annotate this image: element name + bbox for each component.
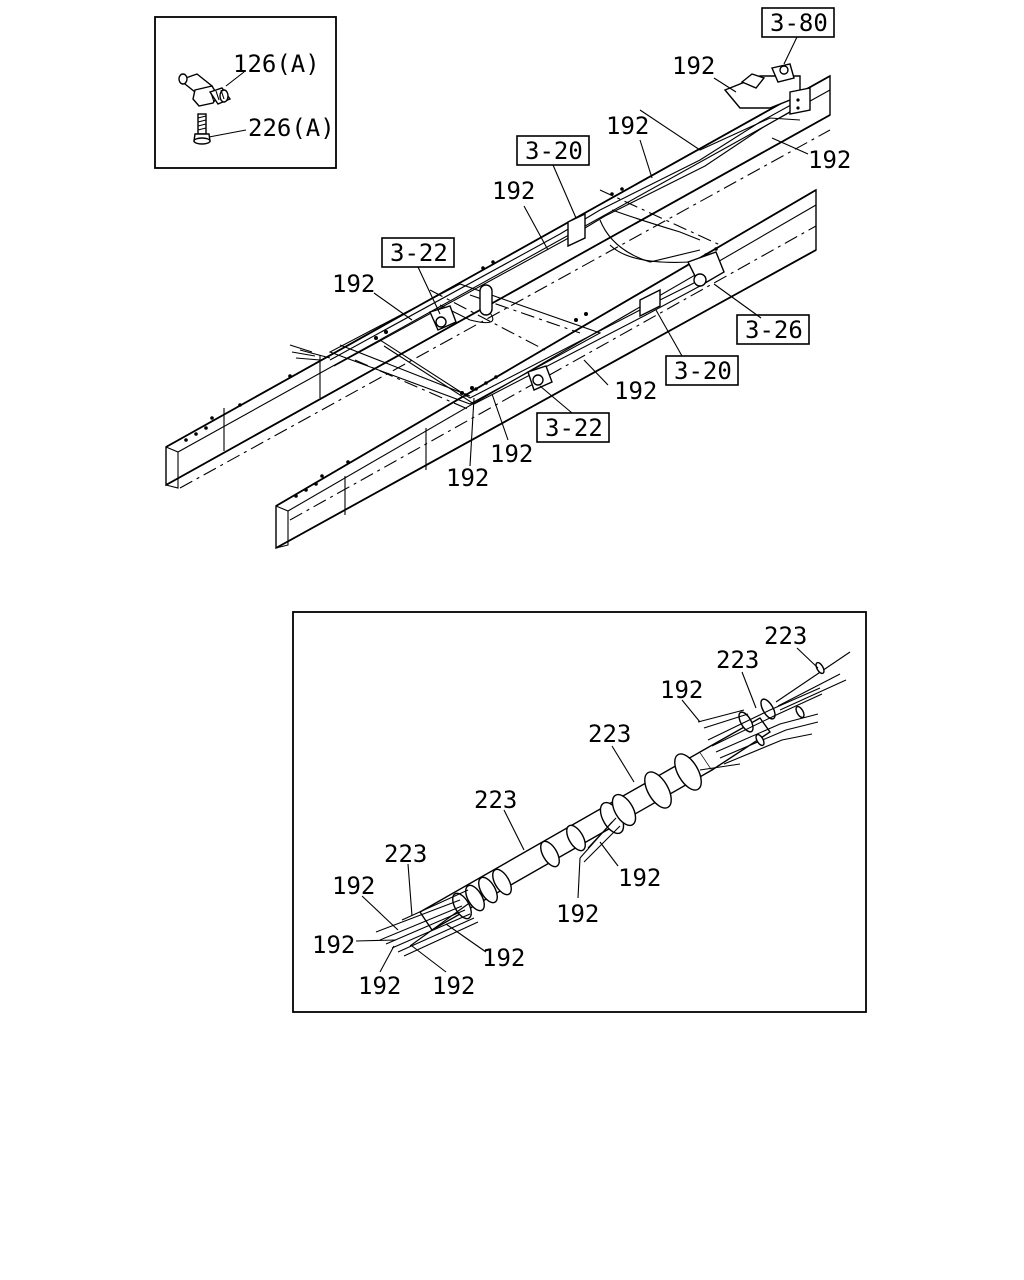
harness-label-192: 192 bbox=[556, 900, 599, 928]
ref-3-80[interactable]: 3-80 bbox=[770, 9, 828, 37]
label-126a: 126(A) bbox=[233, 50, 320, 78]
ref-box-3-26[interactable] bbox=[736, 314, 810, 345]
harness-tube-drawing bbox=[419, 698, 776, 931]
left-rail-holes bbox=[184, 187, 624, 442]
harness-label-223: 223 bbox=[474, 786, 517, 814]
harness-panel-frame bbox=[292, 611, 867, 1013]
label-226a: 226(A) bbox=[248, 114, 335, 142]
ref-3-22-bottom[interactable]: 3-22 bbox=[545, 414, 603, 442]
frame-label-192: 192 bbox=[808, 146, 851, 174]
ref-box-3-20-right[interactable] bbox=[665, 355, 739, 386]
ref-box-3-22-bottom[interactable] bbox=[536, 412, 610, 443]
frame-label-192: 192 bbox=[332, 270, 375, 298]
frame-label-192: 192 bbox=[672, 52, 715, 80]
frame-label-192: 192 bbox=[490, 440, 533, 468]
harness-label-192: 192 bbox=[432, 972, 475, 1000]
harness-label-223: 223 bbox=[588, 720, 631, 748]
frame-part-labels: 192 192 192 192 192 192 192 192 bbox=[332, 52, 851, 492]
harness-label-192: 192 bbox=[618, 864, 661, 892]
frame-label-192: 192 bbox=[492, 177, 535, 205]
harness-label-192: 192 bbox=[358, 972, 401, 1000]
ref-3-20-right[interactable]: 3-20 bbox=[674, 357, 732, 385]
harness-label-192: 192 bbox=[660, 676, 703, 704]
bolt-drawing bbox=[193, 113, 211, 145]
harness-label-223: 223 bbox=[716, 646, 759, 674]
tee-fitting-drawing bbox=[178, 73, 232, 107]
harness-label-223: 223 bbox=[384, 840, 427, 868]
chassis-frame-drawing bbox=[165, 63, 831, 550]
frame-label-192: 192 bbox=[606, 112, 649, 140]
ref-3-20-top[interactable]: 3-20 bbox=[525, 137, 583, 165]
harness-label-192: 192 bbox=[312, 931, 355, 959]
harness-label-223: 223 bbox=[764, 622, 807, 650]
frame-leader-lines bbox=[373, 36, 809, 467]
ref-box-3-80[interactable] bbox=[761, 7, 835, 38]
ref-3-22-top[interactable]: 3-22 bbox=[390, 239, 448, 267]
ref-3-26[interactable]: 3-26 bbox=[745, 316, 803, 344]
inset-panel: 126(A) 226(A) bbox=[154, 16, 337, 169]
frame-label-192: 192 bbox=[446, 464, 489, 492]
inset-frame bbox=[154, 16, 337, 169]
frame-label-192: 192 bbox=[614, 377, 657, 405]
harness-detail-panel: 223 223 192 223 223 223 192 192 192 192 … bbox=[292, 611, 867, 1013]
harness-label-192: 192 bbox=[332, 872, 375, 900]
harness-leader-lines bbox=[355, 647, 819, 973]
harness-label-192: 192 bbox=[482, 944, 525, 972]
harness-wires-drawing bbox=[375, 651, 851, 957]
